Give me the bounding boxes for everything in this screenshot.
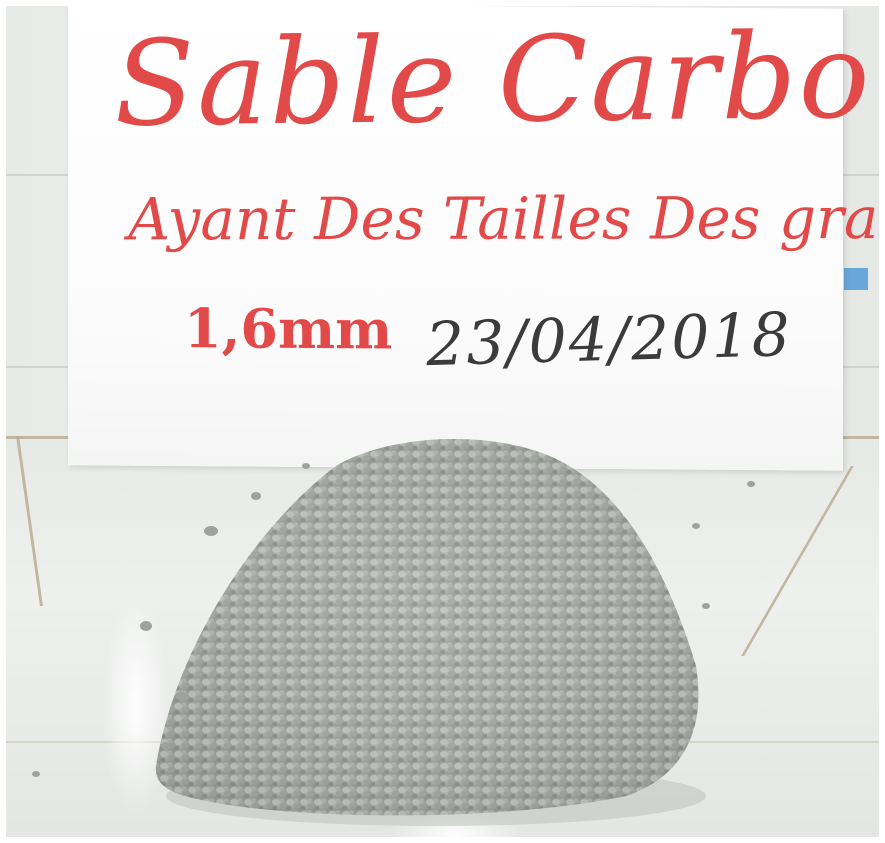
gravel-pile [32,439,755,826]
blue-object [844,268,868,290]
photo: Sable Carbonaté Ayant Des Tailles Des gr… [6,6,879,837]
